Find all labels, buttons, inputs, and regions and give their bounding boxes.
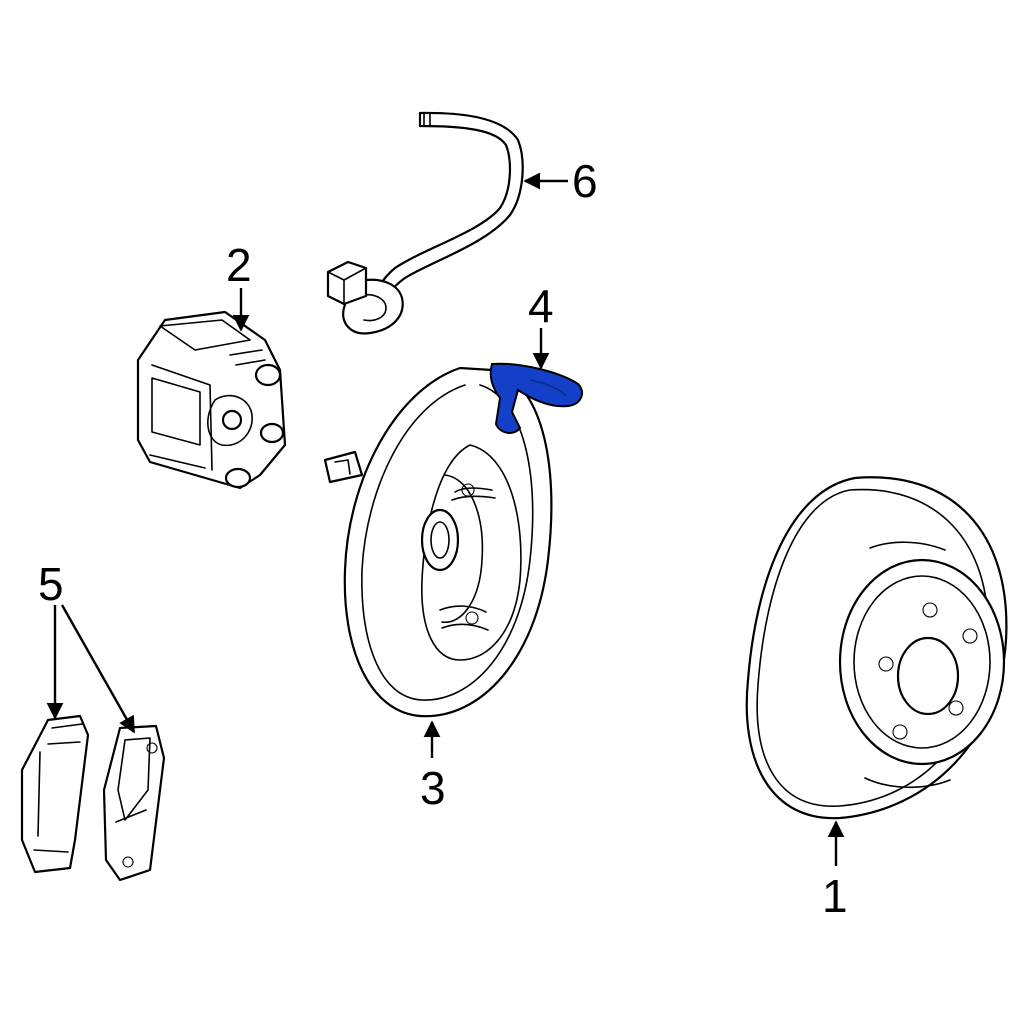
callout-6: 6 (572, 155, 598, 207)
part-3-backing-plate[interactable] (323, 366, 553, 718)
callout-2: 2 (226, 239, 252, 291)
callout-4: 4 (528, 280, 554, 332)
callout-3: 3 (420, 762, 446, 814)
callout-5: 5 (38, 558, 64, 610)
part-5-brake-pads[interactable] (20, 714, 166, 882)
part-2-brake-caliper[interactable] (136, 310, 287, 490)
part-6-brake-hose[interactable] (326, 111, 524, 335)
part-1-brake-rotor[interactable] (745, 476, 1008, 820)
part-4-bracket[interactable] (489, 362, 584, 434)
callout-1: 1 (822, 870, 848, 922)
